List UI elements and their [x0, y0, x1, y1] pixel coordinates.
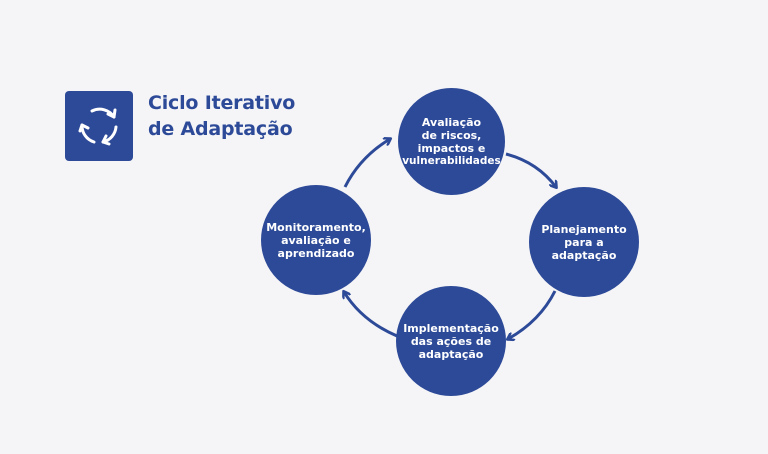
label-line: Implementação — [403, 321, 499, 335]
cycle-step-label: Planejamento para a adaptação — [541, 223, 626, 262]
label-line: vulnerabilidades — [402, 154, 501, 167]
curved-arrow-icon — [344, 292, 398, 338]
cycle-step-label: Monitoramento, avaliação e aprendizado — [266, 221, 366, 260]
curved-arrow-icon — [508, 290, 557, 339]
page-title: Ciclo Iterativo de Adaptação — [148, 90, 295, 142]
label-line: avaliação e — [281, 233, 351, 247]
curved-arrow-icon — [505, 152, 556, 187]
cycle-step-implementation: Implementação das ações de adaptação — [396, 286, 506, 396]
label-line: impactos e — [417, 141, 486, 155]
curved-arrow-icon — [343, 139, 390, 188]
label-line: adaptação — [551, 248, 617, 262]
label-line: Planejamento — [541, 222, 627, 236]
label-line: adaptação — [418, 347, 484, 361]
title-line-1: Ciclo Iterativo — [148, 92, 296, 114]
label-line: Monitoramento, — [266, 220, 366, 234]
label-line: de riscos, — [421, 128, 482, 142]
title-line-2: de Adaptação — [148, 118, 293, 140]
label-line: para a — [564, 235, 604, 249]
cycle-step-monitoring: Monitoramento, avaliação e aprendizado — [261, 185, 371, 295]
refresh-cycle-icon — [78, 107, 118, 146]
cycle-step-risk-assessment: Avaliação de riscos, impactos e vulnerab… — [398, 88, 505, 195]
label-line: das ações de — [410, 334, 492, 348]
cycle-step-planning: Planejamento para a adaptação — [529, 187, 639, 297]
cycle-step-label: Implementação das ações de adaptação — [403, 322, 499, 361]
cycle-logo — [65, 91, 133, 161]
label-line: aprendizado — [277, 246, 355, 260]
label-line: Avaliação — [421, 115, 482, 129]
cycle-step-label: Avaliação de riscos, impactos e vulnerab… — [402, 116, 501, 168]
